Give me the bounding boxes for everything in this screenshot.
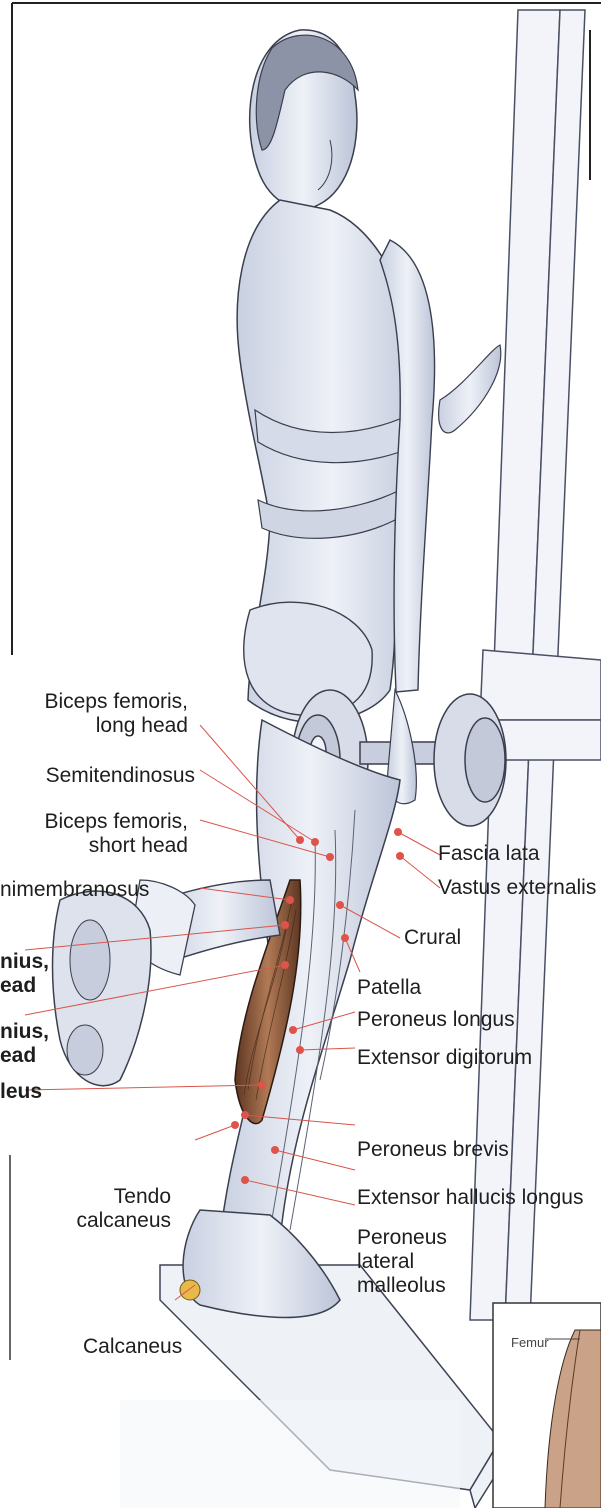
- label-biceps-femoris-long-head: Biceps femoris,long head: [44, 690, 188, 738]
- label-semitendinosus: Semitendinosus: [46, 764, 195, 788]
- label-crural: Crural: [404, 926, 461, 950]
- head: [250, 30, 358, 209]
- label-gastrocnemius-medial-head: nius,ead: [0, 950, 49, 998]
- label-extensor-hallucis-longus: Extensor hallucis longus: [357, 1186, 583, 1210]
- label-vastus-externalis: Vastus externalis: [438, 876, 596, 900]
- label-gastrocnemius-lateral-head: nius,ead: [0, 1020, 49, 1068]
- bottom-panel: [120, 1400, 460, 1508]
- inset-label-femur: Femur: [511, 1331, 549, 1355]
- label-fascia-lata: Fascia lata: [438, 842, 540, 866]
- label-peroneus-longus: Peroneus longus: [357, 1008, 515, 1032]
- label-extensor-digitorum: Extensor digitorum: [357, 1046, 532, 1070]
- label-patella: Patella: [357, 976, 421, 1000]
- label-semimembranosus: nimembranosus: [0, 878, 149, 902]
- wall-bar: [455, 10, 601, 1320]
- label-biceps-femoris-short-head: Biceps femoris,short head: [44, 810, 188, 858]
- label-soleus: leus: [0, 1080, 42, 1104]
- label-calcaneus: Calcaneus: [83, 1335, 182, 1359]
- label-peroneus-brevis: Peroneus brevis: [357, 1138, 509, 1162]
- torso: [237, 200, 501, 722]
- label-peroneus-lateral-malleolus: Peroneus lateral malleolus: [357, 1226, 447, 1298]
